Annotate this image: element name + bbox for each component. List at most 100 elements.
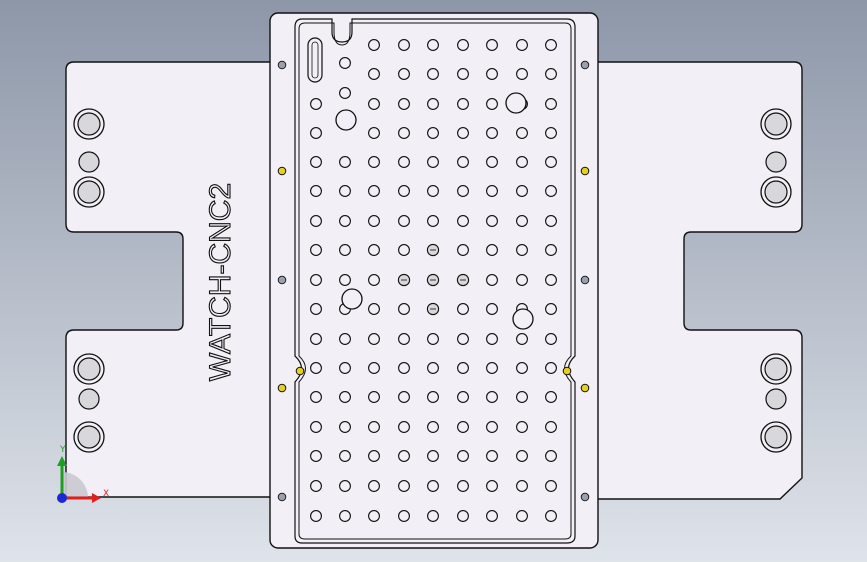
locating-pin[interactable] bbox=[580, 383, 590, 393]
small-mount-hole[interactable] bbox=[78, 388, 100, 410]
grid-hole[interactable] bbox=[398, 127, 410, 139]
grid-hole[interactable] bbox=[516, 421, 528, 433]
mount-hole-bore[interactable] bbox=[77, 112, 101, 136]
grid-hole[interactable] bbox=[310, 127, 322, 139]
grid-hole[interactable] bbox=[457, 39, 469, 51]
grid-hole[interactable] bbox=[457, 156, 469, 168]
grid-hole[interactable] bbox=[516, 68, 528, 80]
grid-hole[interactable] bbox=[545, 274, 557, 286]
grid-hole[interactable] bbox=[427, 39, 439, 51]
grid-hole[interactable] bbox=[398, 185, 410, 197]
grid-hole[interactable] bbox=[368, 274, 380, 286]
locating-pin[interactable] bbox=[562, 366, 572, 376]
grid-hole[interactable] bbox=[516, 362, 528, 374]
grid-hole[interactable] bbox=[516, 450, 528, 462]
edge-hole[interactable] bbox=[277, 275, 287, 285]
grid-hole[interactable] bbox=[427, 68, 439, 80]
grid-hole[interactable] bbox=[486, 450, 498, 462]
small-mount-hole[interactable] bbox=[765, 388, 787, 410]
grid-hole[interactable] bbox=[427, 362, 439, 374]
grid-hole[interactable] bbox=[427, 480, 439, 492]
grid-hole[interactable] bbox=[516, 274, 528, 286]
grid-hole[interactable] bbox=[516, 333, 528, 345]
grid-hole[interactable] bbox=[427, 185, 439, 197]
grid-hole[interactable] bbox=[486, 127, 498, 139]
grid-hole[interactable] bbox=[398, 362, 410, 374]
grid-hole[interactable] bbox=[486, 185, 498, 197]
grid-hole[interactable] bbox=[310, 274, 322, 286]
grid-hole[interactable] bbox=[427, 156, 439, 168]
mount-hole-bore[interactable] bbox=[77, 357, 101, 381]
grid-hole[interactable] bbox=[339, 244, 351, 256]
grid-hole[interactable] bbox=[339, 391, 351, 403]
grid-hole[interactable] bbox=[310, 450, 322, 462]
grid-hole[interactable] bbox=[545, 421, 557, 433]
grid-hole[interactable] bbox=[398, 68, 410, 80]
grid-hole[interactable] bbox=[368, 39, 380, 51]
mount-hole-bore[interactable] bbox=[77, 425, 101, 449]
grid-hole[interactable] bbox=[368, 480, 380, 492]
grid-hole[interactable] bbox=[398, 510, 410, 522]
edge-hole[interactable] bbox=[277, 492, 287, 502]
grid-hole[interactable] bbox=[457, 333, 469, 345]
grid-hole[interactable] bbox=[486, 510, 498, 522]
large-hole[interactable] bbox=[335, 109, 357, 131]
grid-hole[interactable] bbox=[427, 127, 439, 139]
grid-hole[interactable] bbox=[457, 450, 469, 462]
edge-hole[interactable] bbox=[580, 60, 590, 70]
grid-hole[interactable] bbox=[427, 215, 439, 227]
grid-hole[interactable] bbox=[545, 127, 557, 139]
grid-hole[interactable] bbox=[310, 333, 322, 345]
grid-hole[interactable] bbox=[339, 450, 351, 462]
edge-hole[interactable] bbox=[580, 492, 590, 502]
grid-hole[interactable] bbox=[486, 215, 498, 227]
grid-hole[interactable] bbox=[398, 215, 410, 227]
grid-hole[interactable] bbox=[339, 274, 351, 286]
grid-hole[interactable] bbox=[310, 510, 322, 522]
grid-hole[interactable] bbox=[516, 244, 528, 256]
mount-hole-bore[interactable] bbox=[764, 357, 788, 381]
grid-hole[interactable] bbox=[516, 480, 528, 492]
grid-hole[interactable] bbox=[516, 156, 528, 168]
small-mount-hole[interactable] bbox=[78, 151, 100, 173]
grid-hole[interactable] bbox=[545, 244, 557, 256]
grid-hole[interactable] bbox=[310, 244, 322, 256]
edge-hole[interactable] bbox=[277, 60, 287, 70]
grid-hole[interactable] bbox=[427, 391, 439, 403]
grid-hole[interactable] bbox=[486, 274, 498, 286]
grid-hole[interactable] bbox=[545, 362, 557, 374]
grid-hole[interactable] bbox=[310, 421, 322, 433]
locating-pin[interactable] bbox=[295, 366, 305, 376]
large-hole[interactable] bbox=[341, 288, 363, 310]
grid-hole[interactable] bbox=[486, 362, 498, 374]
mount-hole-bore[interactable] bbox=[764, 112, 788, 136]
grid-hole[interactable] bbox=[427, 98, 439, 110]
grid-hole[interactable] bbox=[457, 244, 469, 256]
mount-hole-bore[interactable] bbox=[764, 425, 788, 449]
grid-hole[interactable] bbox=[545, 98, 557, 110]
grid-hole[interactable] bbox=[398, 244, 410, 256]
grid-hole[interactable] bbox=[457, 362, 469, 374]
grid-hole[interactable] bbox=[310, 185, 322, 197]
grid-hole[interactable] bbox=[486, 333, 498, 345]
grid-hole[interactable] bbox=[368, 362, 380, 374]
grid-hole[interactable] bbox=[516, 391, 528, 403]
grid-hole[interactable] bbox=[486, 480, 498, 492]
mount-hole-bore[interactable] bbox=[764, 180, 788, 204]
grid-hole[interactable] bbox=[339, 362, 351, 374]
grid-hole[interactable] bbox=[310, 303, 322, 315]
slot-hole[interactable] bbox=[307, 37, 323, 83]
grid-hole[interactable] bbox=[398, 450, 410, 462]
mount-hole-bore[interactable] bbox=[77, 180, 101, 204]
grid-hole[interactable] bbox=[516, 127, 528, 139]
grid-hole[interactable] bbox=[310, 156, 322, 168]
feature-hole[interactable] bbox=[339, 57, 351, 69]
grid-hole[interactable] bbox=[545, 333, 557, 345]
small-mount-hole[interactable] bbox=[765, 151, 787, 173]
grid-hole[interactable] bbox=[545, 510, 557, 522]
grid-hole[interactable] bbox=[368, 98, 380, 110]
grid-hole[interactable] bbox=[339, 480, 351, 492]
grid-hole[interactable] bbox=[368, 303, 380, 315]
grid-hole[interactable] bbox=[457, 185, 469, 197]
